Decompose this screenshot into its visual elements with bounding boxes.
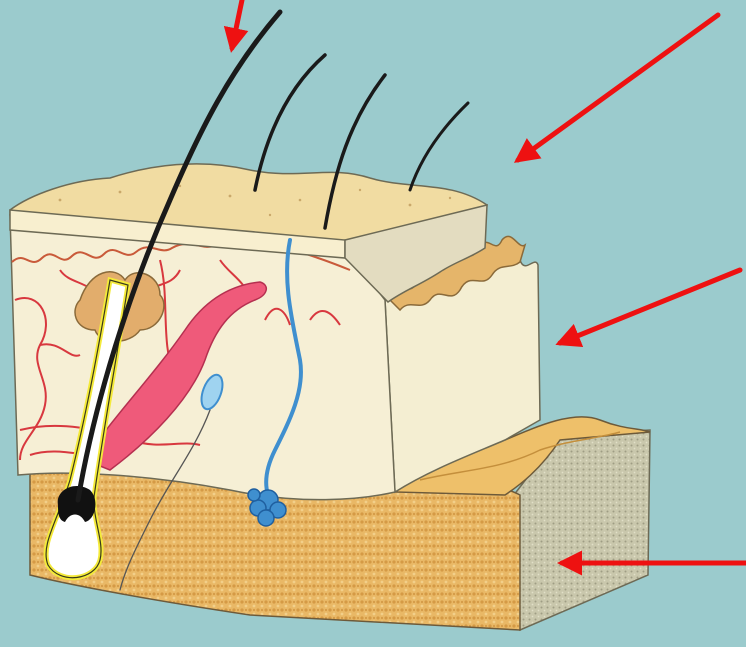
- arrow-dermis: [560, 270, 740, 343]
- hair-shaft-2: [255, 55, 325, 190]
- hair-shaft-4: [410, 103, 468, 190]
- arrow-epidermis: [518, 15, 718, 160]
- arrow-hair: [232, 0, 242, 48]
